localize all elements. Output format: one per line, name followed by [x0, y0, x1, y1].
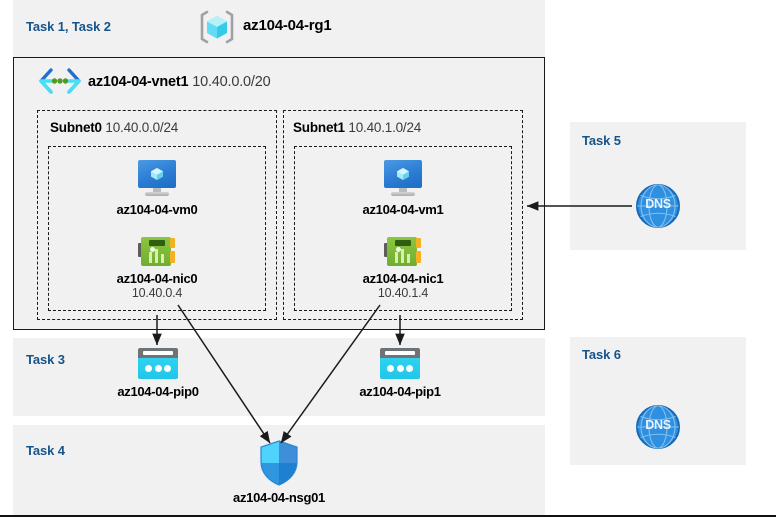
virtual-network-icon: [38, 68, 82, 94]
task-label-5: Task 5: [582, 133, 621, 148]
subnet-1-title: Subnet1 10.40.1.0/24: [293, 120, 421, 135]
network-interface-icon: [383, 235, 423, 268]
task-label-1-2: Task 1, Task 2: [26, 19, 111, 34]
private-dns-heading: Private DNS zone: [570, 160, 776, 176]
public-ip-node-0[interactable]: az104-04-pip0: [108, 348, 208, 399]
dns-globe-icon: DNS: [635, 404, 681, 450]
nic-ip-0: 10.40.0.4: [131, 286, 183, 300]
subnet-0-cidr: 10.40.0.0/24: [105, 120, 179, 135]
vnet-panel: [13, 57, 545, 330]
subnet-1-boundary: [283, 110, 523, 320]
nsg-node[interactable]: az104-04-nsg01: [229, 440, 329, 505]
dns-icon-text: DNS: [645, 418, 671, 432]
network-interface-icon: [137, 235, 177, 268]
resource-group-cube-icon: [198, 8, 236, 46]
public-ip-address-icon: [138, 348, 178, 379]
dns-globe-icon: DNS: [635, 183, 681, 229]
public-ip-name-0: az104-04-pip0: [117, 384, 199, 399]
public-ip-address-icon: [380, 348, 420, 379]
public-ip-name-1: az104-04-pip1: [359, 384, 441, 399]
vm-name-1: az104-04-vm1: [362, 202, 444, 217]
vm-node-0[interactable]: az104-04-vm0: [113, 160, 201, 217]
resource-group-panel: [13, 0, 545, 57]
vm-name-0: az104-04-vm0: [116, 202, 198, 217]
nic-node-0[interactable]: az104-04-nic0 10.40.0.4: [113, 235, 201, 300]
virtual-machine-icon: [135, 160, 179, 198]
subnet-1-vm-boundary: [294, 146, 512, 311]
task-label-6: Task 6: [582, 347, 621, 362]
vnet-title: az104-04-vnet1 10.40.0.0/20: [88, 74, 271, 90]
task-label-4: Task 4: [26, 443, 65, 458]
nic-name-0: az104-04-nic0: [116, 271, 198, 286]
public-ip-node-1[interactable]: az104-04-pip1: [350, 348, 450, 399]
nic-ip-1: 10.40.1.4: [377, 286, 429, 300]
nic-node-1[interactable]: az104-04-nic1 10.40.1.4: [359, 235, 447, 300]
subnet-0-vm-boundary: [48, 146, 266, 311]
subnet-0-title: Subnet0 10.40.0.0/24: [50, 120, 178, 135]
subnet-1-name: Subnet1: [293, 120, 345, 135]
bottom-divider: [0, 515, 776, 517]
resource-group-name: az104-04-rg1: [243, 17, 332, 34]
virtual-machine-icon: [381, 160, 425, 198]
private-dns-zone-name: contoso.org: [570, 229, 776, 245]
network-security-group-shield-icon: [259, 440, 299, 486]
vm-node-1[interactable]: az104-04-vm1: [359, 160, 447, 217]
task-label-3: Task 3: [26, 352, 65, 367]
public-ip-panel: [13, 338, 545, 416]
subnet-1-cidr: 10.40.1.0/24: [348, 120, 422, 135]
vnet-address-space: 10.40.0.0/20: [192, 74, 271, 90]
subnet-0-name: Subnet0: [50, 120, 102, 135]
dns-icon-text: DNS: [645, 197, 671, 211]
nsg-name: az104-04-nsg01: [233, 490, 325, 505]
public-dns-heading: DNS zone: [570, 380, 776, 396]
vnet-name: az104-04-vnet1: [88, 74, 189, 90]
nic-name-1: az104-04-nic1: [362, 271, 444, 286]
